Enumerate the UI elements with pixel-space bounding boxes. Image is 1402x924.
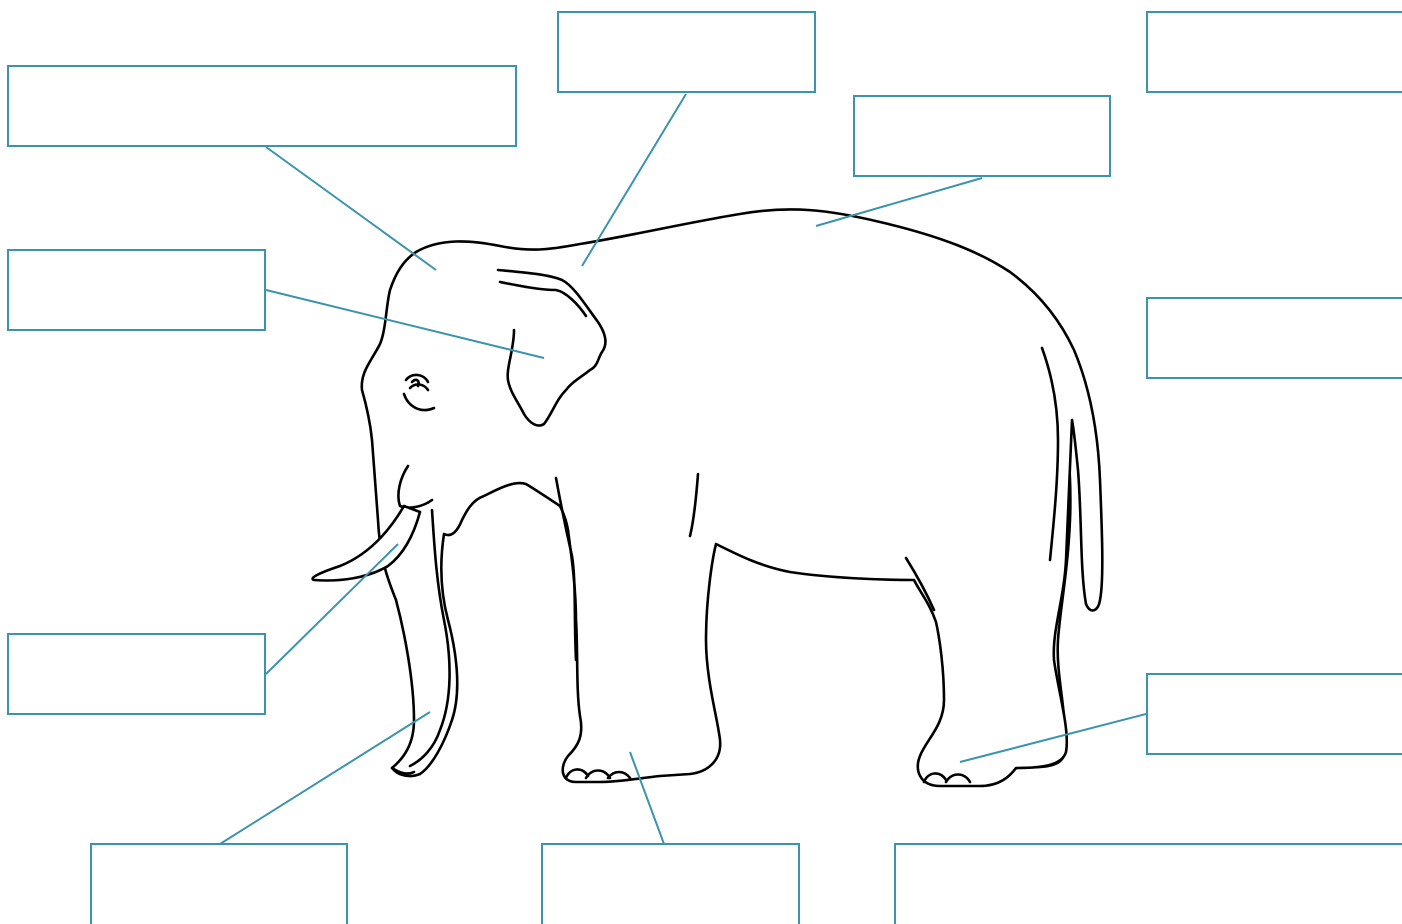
- label-head[interactable]: [8, 66, 516, 146]
- leader-line-back: [816, 178, 982, 226]
- leader-line-head: [266, 147, 436, 270]
- label-neck[interactable]: [558, 12, 815, 92]
- elephant-illustration: [313, 209, 1103, 786]
- elephant-body-outline: [362, 209, 1103, 786]
- label-tusk[interactable]: [8, 634, 265, 714]
- label-trunk[interactable]: [91, 844, 347, 924]
- label-tail[interactable]: [1147, 298, 1402, 378]
- label-top-right[interactable]: [1147, 12, 1402, 92]
- label-front-foot[interactable]: [542, 844, 799, 924]
- label-bottom-right[interactable]: [895, 844, 1402, 924]
- label-hind-foot[interactable]: [1147, 674, 1402, 754]
- label-back[interactable]: [854, 96, 1110, 176]
- leader-line-trunk: [220, 712, 430, 844]
- label-ear[interactable]: [8, 250, 265, 330]
- leader-line-tusk: [266, 544, 398, 674]
